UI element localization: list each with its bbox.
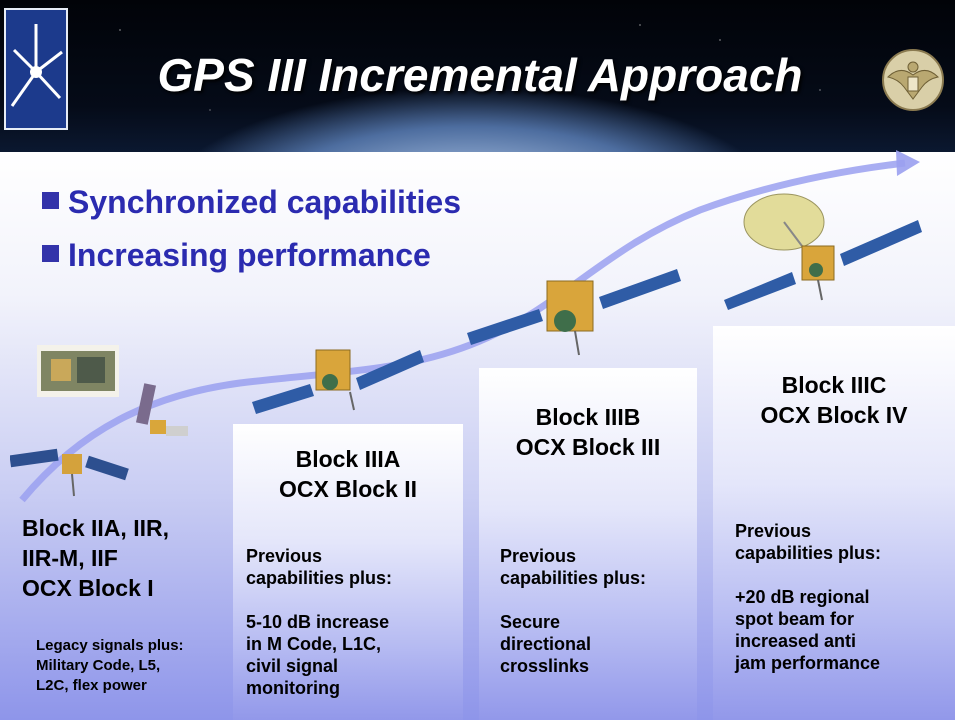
block-detail-line: directional (500, 634, 592, 654)
block-detail-line: +20 dB regional (735, 587, 870, 607)
bullet-item: Synchronized capabilities (42, 184, 461, 221)
block-column-2 (233, 424, 463, 720)
block-column-4 (713, 326, 955, 720)
block-detail-line: Previous (246, 546, 323, 566)
block-detail: Legacy signals plus: Military Code, L5, … (36, 636, 184, 696)
block-detail-line: capabilities plus: (735, 543, 882, 563)
block-detail-line: Previous (500, 546, 577, 566)
block-detail-line: 5-10 dB increase (246, 612, 390, 632)
block-heading-line: OCX Block I (22, 575, 154, 601)
star-logo-icon (4, 8, 68, 130)
eagle-seal-icon (880, 47, 946, 113)
block-detail-line: Legacy signals plus: (36, 637, 184, 654)
satellite-icon (37, 345, 119, 397)
block-detail: Previous capabilities plus: Secure direc… (500, 545, 646, 677)
block-heading-line: Block IIIC (781, 372, 887, 398)
block-heading-line: Block IIA, IIR, (22, 515, 169, 541)
block-detail-line: capabilities plus: (246, 568, 393, 588)
block-heading-line: OCX Block III (515, 434, 661, 460)
block-detail-line (246, 589, 392, 611)
slide-title: GPS III Incremental Approach (157, 49, 803, 101)
block-heading-line: OCX Block IV (760, 402, 908, 428)
block-detail-line: increased anti (735, 631, 857, 651)
block-column-3 (479, 368, 697, 720)
bullet-square-icon (42, 192, 59, 209)
block-detail-line: in M Code, L1C, (246, 634, 381, 654)
block-detail-line: jam performance (735, 653, 881, 673)
satellite-icon (465, 263, 685, 368)
block-heading: Block IIA, IIR, IIR-M, IIF OCX Block I (22, 513, 169, 603)
block-detail-line (735, 564, 881, 586)
block-detail-line: Military Code, L5, (36, 657, 161, 674)
block-detail: Previous capabilities plus: +20 dB regio… (735, 520, 881, 674)
bullet-text: Synchronized capabilities (68, 184, 461, 220)
bullet-square-icon (42, 245, 59, 262)
satellite-icon (9, 432, 130, 507)
block-heading-line: Block IIIB (535, 404, 641, 430)
block-heading-line: IIR-M, IIF (22, 545, 118, 571)
block-heading-line: Block IIIA (295, 446, 401, 472)
block-detail-line: capabilities plus: (500, 568, 647, 588)
bullet-item: Increasing performance (42, 237, 431, 274)
satellite-icon (250, 340, 430, 425)
block-detail-line: Secure (500, 612, 561, 632)
satellite-icon (722, 192, 952, 317)
block-detail-line: civil signal (246, 656, 339, 676)
block-detail-line: crosslinks (500, 656, 590, 676)
block-heading-line: OCX Block II (278, 476, 418, 502)
block-heading: Block IIIC OCX Block IV (713, 370, 955, 430)
block-heading: Block IIIB OCX Block III (479, 402, 697, 462)
block-detail-line: L2C, flex power (36, 677, 147, 694)
bullet-text: Increasing performance (68, 237, 431, 273)
satellite-icon (122, 380, 192, 465)
block-detail-line (500, 589, 646, 611)
block-detail: Previous capabilities plus: 5-10 dB incr… (246, 545, 392, 699)
block-detail-line: monitoring (246, 678, 340, 698)
block-heading: Block IIIA OCX Block II (233, 444, 463, 504)
block-detail-line: spot beam for (735, 609, 855, 629)
starfield (0, 0, 955, 152)
block-detail-line: Previous (735, 521, 812, 541)
